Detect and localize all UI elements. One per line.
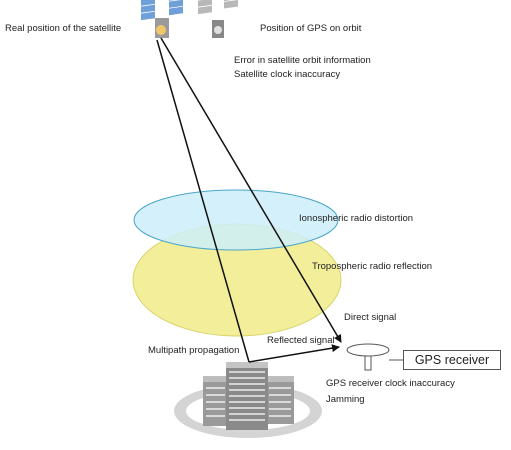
receiver-clock-label: GPS receiver clock inaccuracy — [326, 378, 455, 389]
gps-orbit-position-label: Position of GPS on orbit — [260, 23, 362, 34]
ionospheric-label: Ionospheric radio distortion — [299, 213, 414, 224]
tropospheric-label: Tropospheric radio reflection — [312, 261, 433, 272]
jamming-label: Jamming — [326, 394, 365, 405]
orbit-error-label: Error in satellite orbit information — [234, 55, 371, 66]
direct-signal-path — [160, 37, 342, 343]
multipath-label: Multipath propagation — [148, 345, 240, 356]
gps-receiver-box: GPS receiver — [403, 350, 501, 370]
satellite-real-icon — [141, 0, 183, 38]
direct-signal-label: Direct signal — [344, 312, 397, 323]
gps-receiver-antenna-icon — [346, 343, 390, 371]
ionosphere-layer — [133, 189, 339, 251]
satellite-orbit-icon — [198, 0, 238, 38]
buildings-icon — [203, 362, 294, 430]
clock-inaccuracy-label: Satellite clock inaccuracy — [234, 69, 341, 80]
reflected-signal-label: Reflected signal — [267, 335, 335, 346]
reflected-signal-path — [156, 39, 340, 363]
real-position-label: Real position of the satellite — [5, 23, 122, 34]
